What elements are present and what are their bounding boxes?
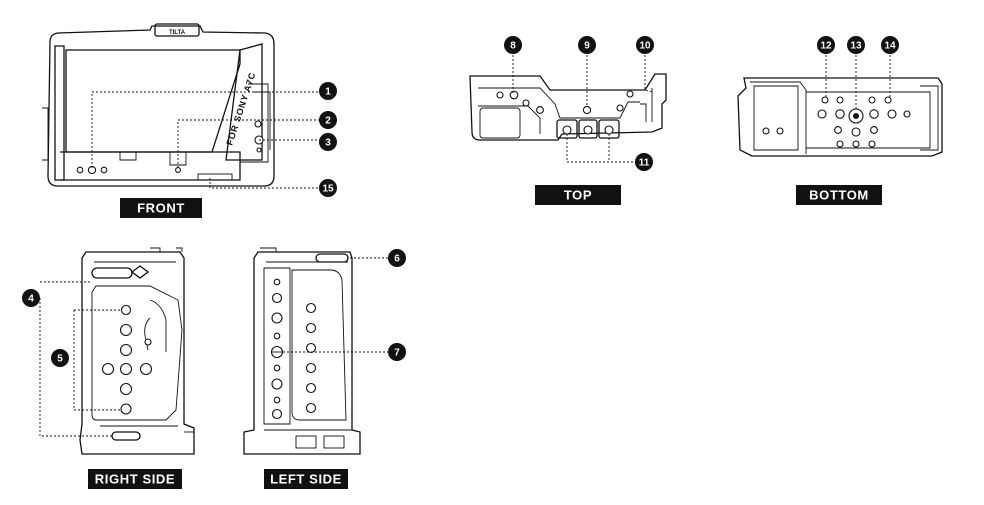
callout-4: 4 xyxy=(22,289,40,307)
callout-15: 15 xyxy=(319,179,337,197)
callout-2-number: 2 xyxy=(325,116,331,127)
top-view xyxy=(469,55,667,163)
callout-15-number: 15 xyxy=(322,184,334,195)
callout-1-number: 1 xyxy=(325,87,331,98)
callout-1: 1 xyxy=(319,82,337,100)
bottom-view xyxy=(737,55,943,157)
label-left-side: LEFT SIDE xyxy=(264,469,348,489)
callout-11-number: 11 xyxy=(639,158,650,169)
label-top: TOP xyxy=(535,185,621,205)
callout-13: 13 xyxy=(847,36,865,54)
label-right-side: RIGHT SIDE xyxy=(88,469,182,489)
callout-7-number: 7 xyxy=(394,348,400,359)
callout-14: 14 xyxy=(881,36,899,54)
label-front-text: FRONT xyxy=(137,201,185,216)
callout-6-number: 6 xyxy=(394,254,400,265)
callout-8: 8 xyxy=(504,36,522,54)
label-bottom-text: BOTTOM xyxy=(809,188,869,203)
callout-10: 10 xyxy=(636,36,654,54)
label-top-text: TOP xyxy=(564,188,592,203)
callout-10-number: 10 xyxy=(639,41,651,52)
callout-3: 3 xyxy=(319,133,337,151)
label-bottom: BOTTOM xyxy=(796,185,882,205)
callout-9: 9 xyxy=(578,36,596,54)
label-right-side-text: RIGHT SIDE xyxy=(95,472,175,487)
callout-5-number: 5 xyxy=(57,354,63,365)
callout-11: 11 xyxy=(635,153,653,171)
callout-7: 7 xyxy=(388,343,406,361)
callout-4-number: 4 xyxy=(28,294,34,305)
cage-logo: TILTA xyxy=(169,30,186,36)
label-front: FRONT xyxy=(120,198,202,218)
callout-13-number: 13 xyxy=(850,41,862,52)
left-side-view xyxy=(243,247,388,455)
callout-12: 12 xyxy=(817,36,835,54)
callout-6: 6 xyxy=(388,249,406,267)
front-view: TILTA FOR SONY A7C xyxy=(42,23,320,189)
label-left-side-text: LEFT SIDE xyxy=(270,472,342,487)
callout-14-number: 14 xyxy=(884,41,896,52)
callout-5: 5 xyxy=(51,349,69,367)
callout-9-number: 9 xyxy=(584,41,590,52)
callout-3-number: 3 xyxy=(325,138,331,149)
callout-8-number: 8 xyxy=(510,41,516,52)
engraving-text: FOR SONY A7C xyxy=(224,71,257,147)
callout-12-number: 12 xyxy=(820,41,832,52)
right-side-view xyxy=(39,247,195,455)
callout-2: 2 xyxy=(319,111,337,129)
